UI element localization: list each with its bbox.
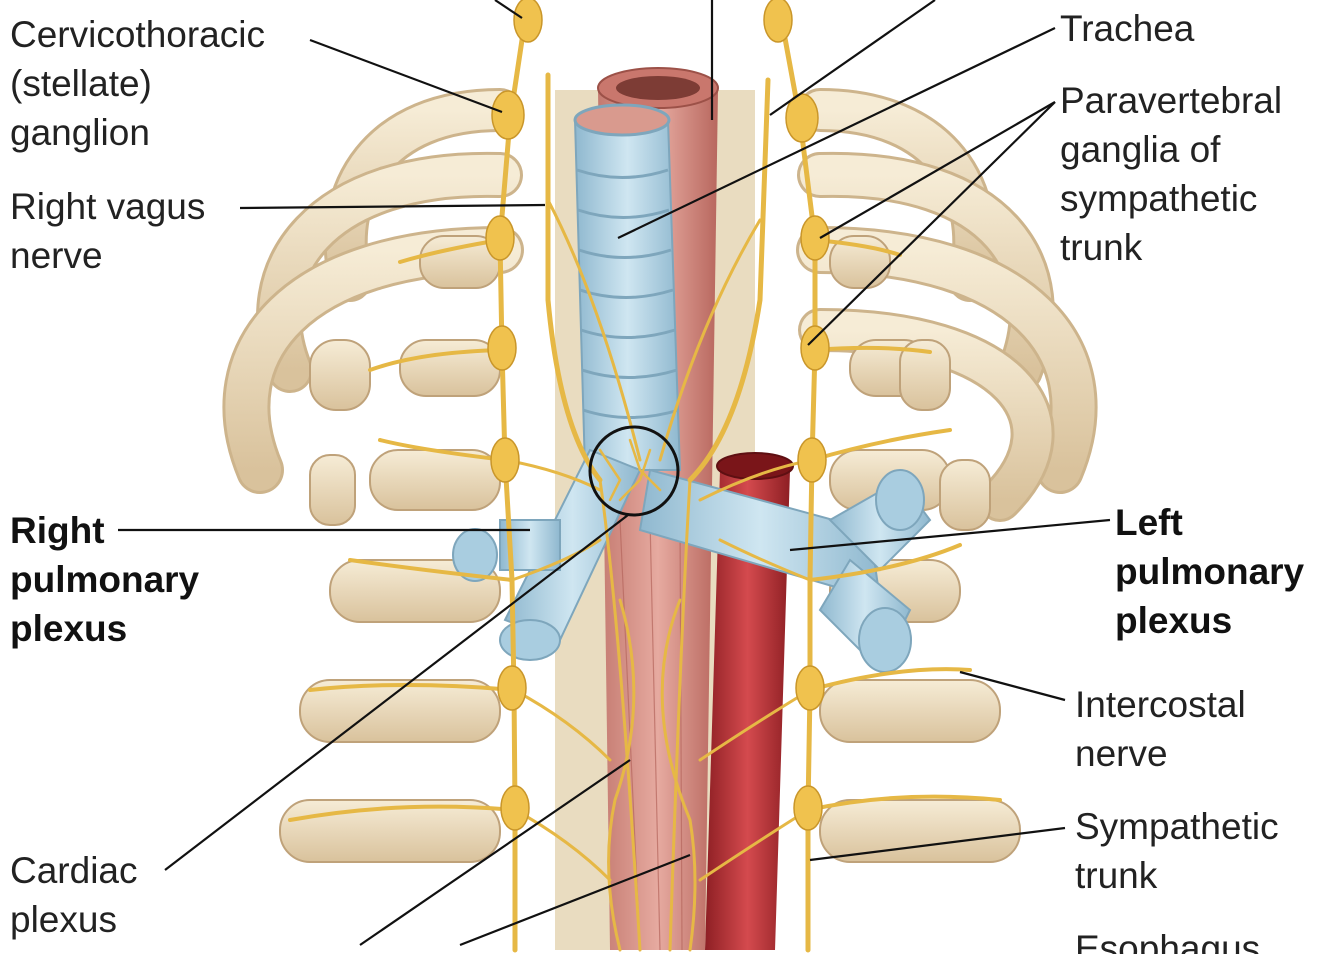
label-right-vagus-nerve: Right vagus nerve [10, 186, 206, 276]
label-stellate-ganglion: Cervicothoracic (stellate) ganglion [10, 14, 265, 153]
label-esophagus-clip: Esophagus [1075, 924, 1334, 954]
label-sympathetic-trunk: Sympathetic trunk [1075, 806, 1279, 896]
aorta [705, 452, 794, 950]
sympathetic-ganglia [485, 0, 830, 831]
label-trachea: Trachea [1060, 8, 1195, 49]
label-paravertebral-ganglia: Paravertebral ganglia of sympathetic tru… [1060, 80, 1283, 268]
cardiac-plexus-circle [588, 425, 680, 517]
label-right-pulmonary-plexus: Right pulmonary plexus [10, 510, 200, 649]
leader-lines [118, 0, 1111, 947]
label-left-pulmonary-plexus: Left pulmonary plexus [1115, 502, 1305, 641]
label-cardiac-plexus: Cardiac plexus [10, 850, 138, 940]
label-esophagus: Esophagus [1075, 928, 1261, 954]
label-intercostal-nerve: Intercostal nerve [1075, 684, 1246, 774]
